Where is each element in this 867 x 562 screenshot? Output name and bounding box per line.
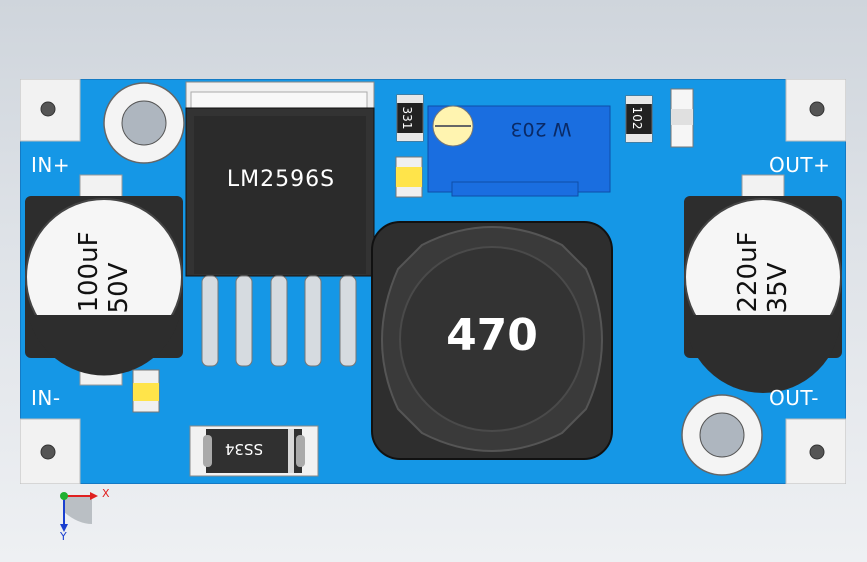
mount-pad-top-left	[20, 79, 81, 142]
input-capacitor	[25, 196, 183, 376]
regulator-ic-label: LM2596S	[226, 167, 336, 192]
input-cap-voltage: 50V	[104, 262, 134, 314]
mount-pad-bottom-left	[20, 418, 81, 484]
resistor-right	[625, 95, 653, 143]
diode-label: SS34	[224, 440, 264, 458]
mount-pad-bottom-right	[785, 418, 846, 484]
capacitor-smd-yellow-top	[395, 156, 423, 198]
capacitor-smd-yellow-bottom	[132, 369, 160, 413]
resistor-left	[396, 94, 424, 142]
capacitor-smd-right	[670, 88, 694, 148]
output-cap-value: 220uF	[733, 231, 763, 313]
output-capacitor	[684, 196, 842, 393]
mounting-hole-top	[103, 82, 185, 164]
output-cap-voltage: 35V	[763, 262, 793, 314]
label-out-plus: OUT+	[769, 153, 831, 177]
inductor	[371, 221, 613, 460]
resistor-right-label: 102	[630, 106, 644, 130]
axis-x-label: X	[102, 487, 110, 500]
trimmer-label: W 203	[510, 118, 572, 140]
regulator-ic	[185, 81, 375, 367]
diode	[189, 425, 319, 477]
mounting-hole-bottom	[681, 394, 763, 476]
coordinate-triad	[60, 492, 98, 532]
label-out-minus: OUT-	[769, 386, 819, 410]
inductor-label: 470	[446, 310, 538, 361]
trimmer-potentiometer	[427, 105, 611, 197]
resistor-left-label: 331	[400, 106, 414, 130]
label-in-minus: IN-	[31, 386, 61, 410]
label-in-plus: IN+	[31, 153, 71, 177]
axis-y-label: Y	[60, 530, 67, 543]
mount-pad-top-right	[785, 79, 846, 142]
input-cap-value: 100uF	[74, 231, 104, 313]
pcb-board	[20, 79, 846, 484]
